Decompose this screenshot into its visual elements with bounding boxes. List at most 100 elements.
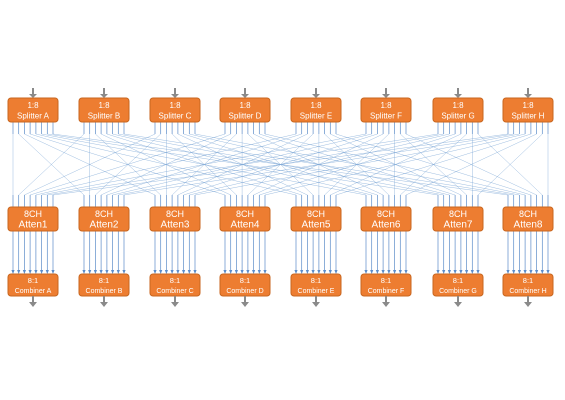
combiner-name-label: Combiner F (368, 288, 405, 295)
lead-arrow-icon (529, 270, 533, 274)
attenuator-box (7, 206, 59, 232)
input-arrow-icon (382, 88, 390, 98)
interconnect-wire (123, 133, 514, 196)
lead-arrow-icon (517, 270, 521, 274)
lead-arrow-icon (176, 270, 180, 274)
input-arrow-icon (29, 88, 37, 98)
interconnect-wire (35, 133, 297, 196)
lead-arrow-icon (153, 270, 157, 274)
lead-arrow-icon (229, 270, 233, 274)
lead-arrow-icon (187, 270, 191, 274)
interconnect-wire (30, 133, 226, 196)
attenuator-ratio-label: 8CH (449, 209, 467, 219)
lead-arrow-icon (546, 270, 550, 274)
lead-arrow-icon (540, 270, 544, 274)
interconnect-wire (18, 133, 85, 196)
splitter-ratio-label: 1:8 (522, 101, 534, 110)
lead-arrow-icon (17, 270, 21, 274)
attenuator-box (149, 206, 201, 232)
interconnect-wire (52, 133, 509, 196)
splitter-box (502, 97, 554, 123)
lead-arrow-icon (375, 270, 379, 274)
lead-arrow-icon (116, 270, 120, 274)
attenuator-box (360, 206, 412, 232)
output-arrow-icon (382, 296, 390, 307)
lead-arrow-icon (28, 270, 32, 274)
lead-arrow-icon (476, 270, 480, 274)
attenuator-name-label: Atten3 (161, 220, 190, 231)
splitter-box (7, 97, 59, 123)
splitter-ratio-label: 1:8 (310, 101, 322, 110)
lead-arrow-icon (246, 270, 250, 274)
lead-arrow-icon (393, 270, 397, 274)
lead-arrow-icon (252, 270, 256, 274)
interconnect-wire (47, 133, 439, 196)
full-mesh-interconnect (12, 133, 549, 196)
lead-arrow-icon (263, 270, 267, 274)
attenuator-box (78, 206, 130, 232)
lead-arrow-icon (311, 270, 315, 274)
splitter-name-label: Splitter A (17, 112, 50, 121)
combiner-name-label: Combiner E (298, 288, 335, 295)
port-leads (11, 122, 550, 274)
attenuator-box (432, 206, 484, 232)
attenuator-ratio-label: 8CH (166, 209, 184, 219)
lead-arrow-icon (381, 270, 385, 274)
lead-arrow-icon (82, 270, 86, 274)
attenuator-ratio-label: 8CH (519, 209, 537, 219)
interconnect-wire (24, 133, 156, 196)
attenuator-box (219, 206, 271, 232)
lead-arrow-icon (512, 270, 516, 274)
lead-arrow-icon (506, 270, 510, 274)
lead-arrow-icon (257, 270, 261, 274)
lead-arrow-icon (159, 270, 163, 274)
splitter-box (360, 97, 412, 123)
combiner-name-label: Combiner C (156, 288, 193, 295)
attenuator-ratio-label: 8CH (307, 209, 325, 219)
lead-arrow-icon (223, 270, 227, 274)
lead-arrow-icon (234, 270, 238, 274)
combiner-ratio-label: 8:1 (28, 276, 38, 285)
lead-arrow-icon (294, 270, 298, 274)
combiner-name-label: Combiner H (509, 288, 546, 295)
attenuator-box (290, 206, 342, 232)
splitter-name-label: Splitter D (229, 112, 262, 121)
lead-arrow-icon (45, 270, 49, 274)
output-arrow-icon (171, 296, 179, 307)
input-arrow-icon (171, 88, 179, 98)
lead-arrow-icon (370, 270, 374, 274)
splitter-ratio-label: 1:8 (169, 101, 181, 110)
splitter-box (78, 97, 130, 123)
splitter-ratio-label: 1:8 (380, 101, 392, 110)
output-arrow-icon (312, 296, 320, 307)
lead-arrow-icon (317, 270, 321, 274)
lead-arrow-icon (111, 270, 115, 274)
interconnect-wire (264, 133, 526, 196)
lead-arrow-icon (99, 270, 103, 274)
attenuator-name-label: Atten4 (231, 220, 260, 231)
lead-arrow-icon (93, 270, 97, 274)
splitter-ratio-label: 1:8 (98, 101, 110, 110)
lead-arrow-icon (122, 270, 126, 274)
lead-arrow-icon (240, 270, 244, 274)
input-arrows (29, 88, 532, 98)
lead-arrow-icon (170, 270, 174, 274)
combiner-ratio-label: 8:1 (453, 276, 463, 285)
splitter-name-label: Splitter H (512, 112, 545, 121)
lead-arrow-icon (51, 270, 55, 274)
lead-arrow-icon (34, 270, 38, 274)
lead-arrow-icon (470, 270, 474, 274)
lead-arrow-icon (465, 270, 469, 274)
